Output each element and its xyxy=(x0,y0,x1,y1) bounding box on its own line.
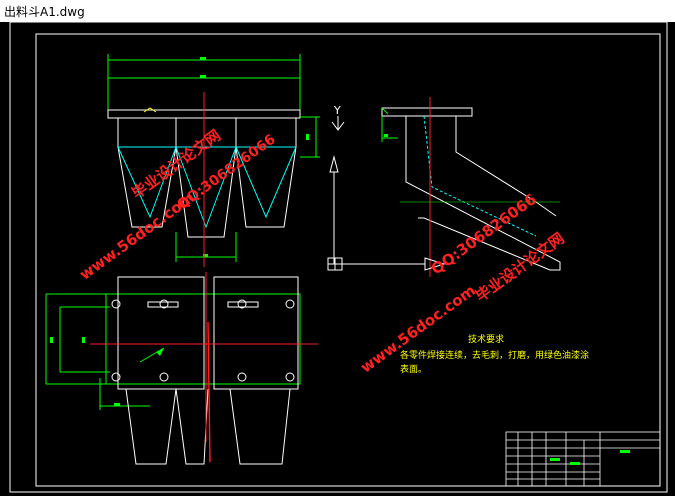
drawing-svg: Y xyxy=(9,21,668,493)
front-view xyxy=(107,54,320,267)
title-block xyxy=(505,431,661,487)
window-titlebar: 出料斗A1.dwg xyxy=(0,0,675,22)
tech-line2: 表面。 xyxy=(400,363,427,375)
cad-drawing-canvas[interactable]: Y xyxy=(0,21,675,496)
file-title: 出料斗A1.dwg xyxy=(4,5,85,19)
technical-notes: 技术要求 各零件焊接连续，去毛刺，打磨，用绿色油漆涂 表面。 xyxy=(400,333,589,375)
ucs-icon: Y xyxy=(327,104,446,271)
tech-title: 技术要求 xyxy=(468,333,504,345)
side-view xyxy=(381,97,561,277)
axis-y-label: Y xyxy=(333,104,341,117)
watermark-url-right: www.56doc.com xyxy=(357,281,479,376)
watermark-left: 毕业设计论文网 www.56doc.com QQ:306826066 xyxy=(76,126,278,284)
inner-frame xyxy=(35,33,661,487)
tech-line1: 各零件焊接连续，去毛刺，打磨，用绿色油漆涂 xyxy=(400,349,589,361)
outer-frame xyxy=(9,21,668,493)
plan-view xyxy=(45,272,318,465)
